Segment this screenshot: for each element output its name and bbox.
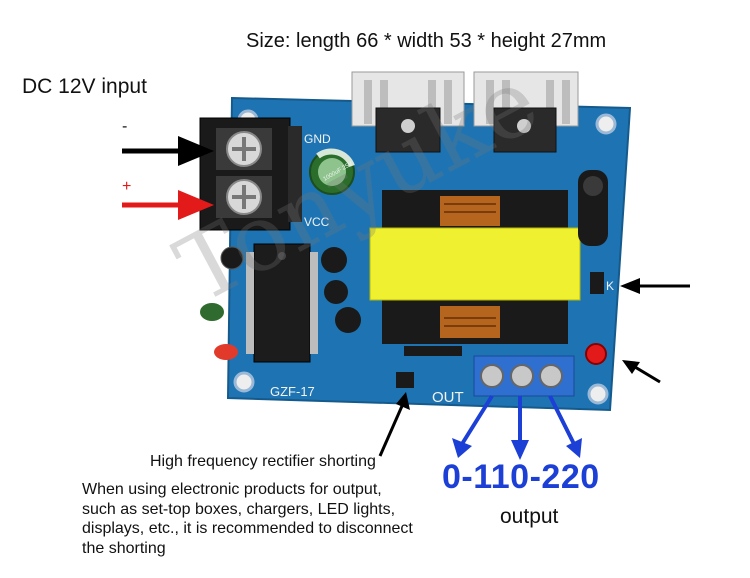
size-caption: Size: length 66 * width 53 * height 27mm <box>246 30 607 52</box>
arrow-jumper-k <box>620 278 690 294</box>
transistor <box>335 307 361 333</box>
output-terminal-block <box>473 355 575 397</box>
rectifier-caption: High frequency rectifier shorting <box>150 453 376 470</box>
mount-hole <box>587 383 609 405</box>
arrow-output-110 <box>511 396 529 460</box>
pcb-k-label: K <box>606 279 614 293</box>
input-terminal-block <box>199 117 302 231</box>
mount-hole <box>233 371 255 393</box>
transistor <box>324 280 348 304</box>
ic-chip <box>246 243 318 363</box>
dc-input-label: DC 12V input <box>22 75 147 98</box>
mount-hole <box>595 113 617 135</box>
jumper-k <box>590 272 604 294</box>
pcb-model-label: GZF-17 <box>270 384 315 399</box>
potentiometer <box>578 170 608 246</box>
arrow-positive-input <box>122 190 214 220</box>
arrow-output-0 <box>452 394 494 458</box>
diode <box>404 346 462 356</box>
electrolytic-capacitor <box>309 148 355 195</box>
arrow-led <box>622 360 661 384</box>
shorting-jumper <box>396 372 414 388</box>
ceramic-capacitor <box>200 303 224 321</box>
usage-description-line: When using electronic products for outpu… <box>82 481 382 498</box>
led-indicator <box>585 343 607 365</box>
output-label: output <box>500 505 559 528</box>
output-voltages: 0-110-220 <box>442 458 600 496</box>
transistor <box>321 247 347 273</box>
pcb-gnd-label: GND <box>304 132 331 146</box>
heatsink-right <box>473 71 579 153</box>
arrow-negative-input <box>122 136 214 166</box>
ceramic-capacitor <box>214 344 238 360</box>
pcb-out-label: OUT <box>432 389 464 406</box>
usage-description: When using electronic products for outpu… <box>82 480 462 558</box>
small-capacitor <box>220 246 244 270</box>
usage-description-line: such as set-top boxes, chargers, LED lig… <box>82 500 396 518</box>
usage-description-line: displays, etc., it is recommended to dis… <box>82 520 413 537</box>
pcb-vcc-label: VCC <box>304 215 330 229</box>
arrow-shorting-jumper <box>378 392 410 457</box>
negative-label: - <box>122 118 128 135</box>
positive-label: + <box>122 178 132 195</box>
usage-description-line: the shorting <box>82 539 166 557</box>
heatsink-left <box>351 71 465 153</box>
arrow-output-220 <box>548 395 582 458</box>
transformer <box>369 190 581 344</box>
